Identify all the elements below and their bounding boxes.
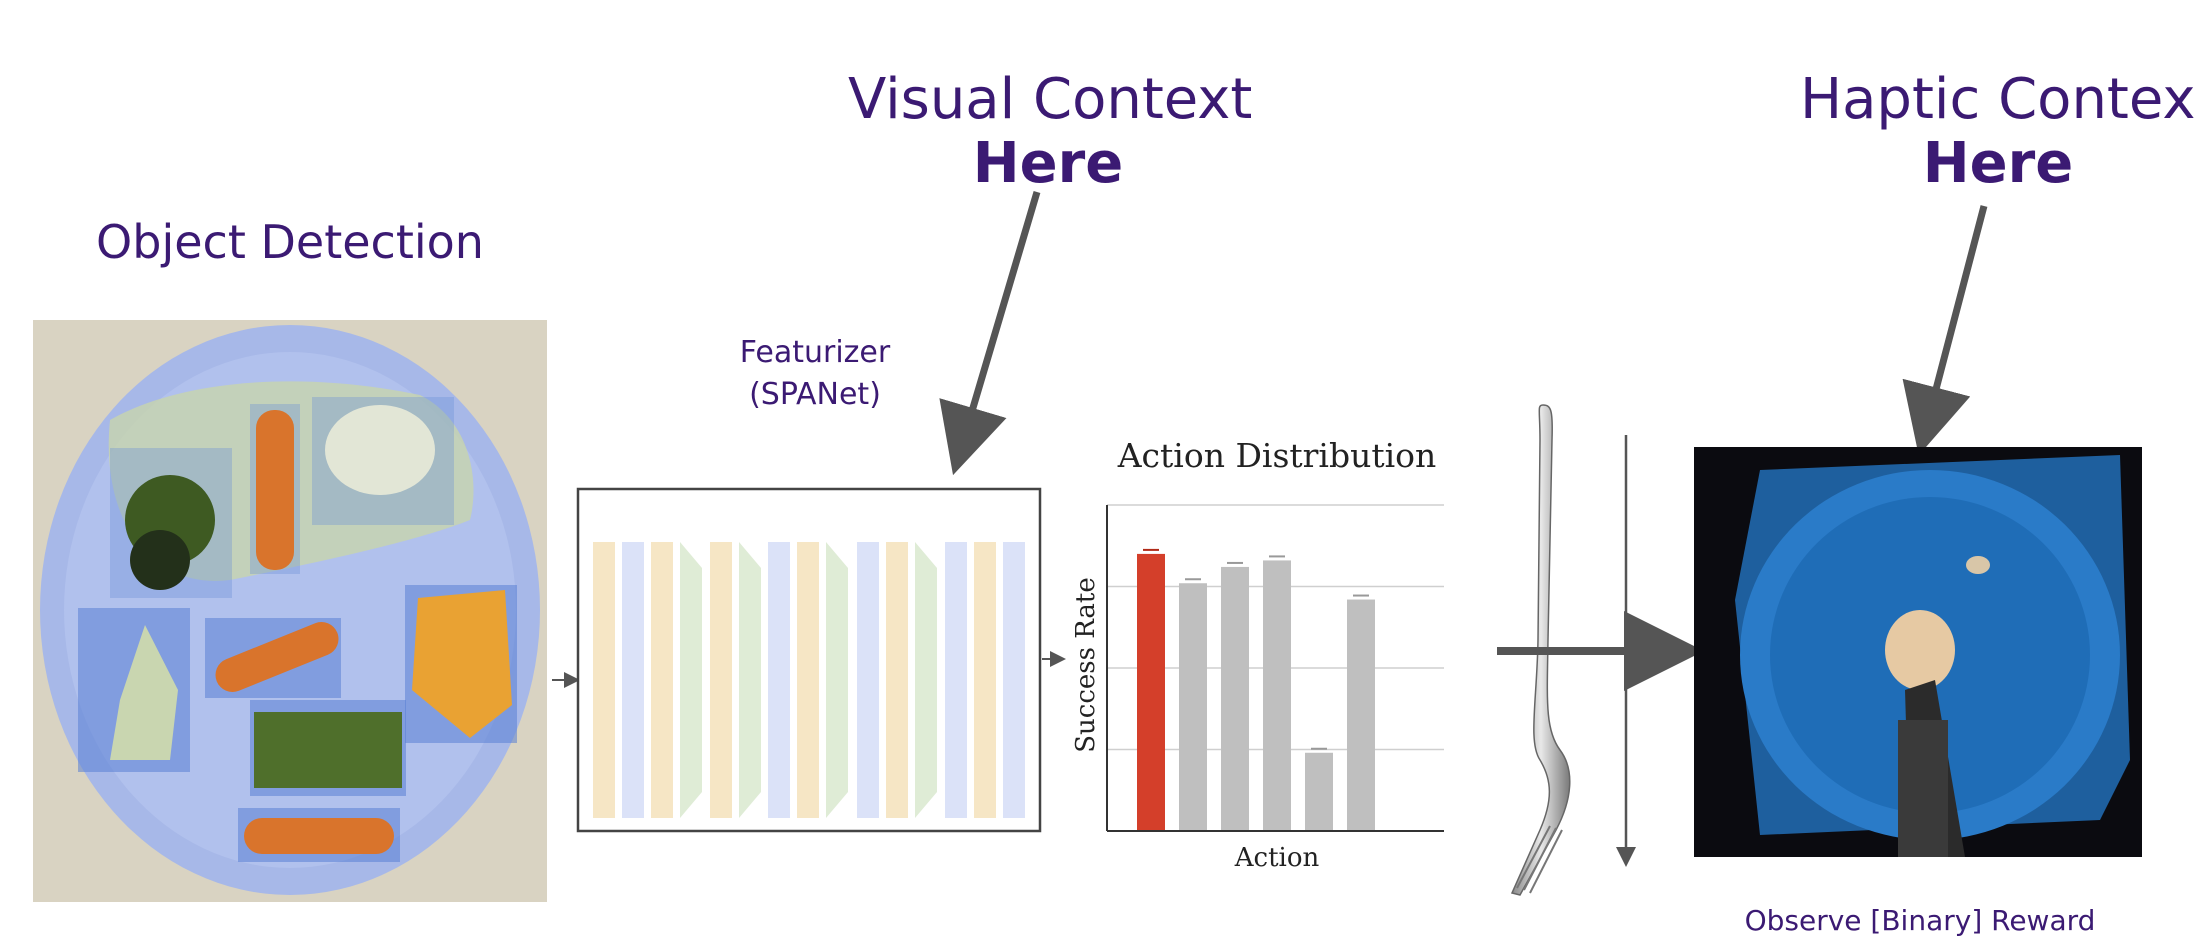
object-detection-title: Object Detection [96, 215, 484, 269]
visual-context-arrow [939, 191, 1041, 476]
chart-bar [1263, 560, 1291, 831]
haptic-context-line2: Here [1922, 131, 2074, 196]
featurizer-line1: Featurizer [739, 335, 891, 370]
chart-bar [1347, 599, 1375, 831]
haptic-context-label: Haptic Context Here [1800, 68, 2196, 196]
visual-context-label: Visual Context Here [848, 67, 1253, 196]
chart-bar [1137, 553, 1165, 831]
chart-bar [1305, 752, 1333, 831]
chart-bar [1179, 583, 1207, 831]
reward-label: Observe [Binary] Reward [1744, 904, 2096, 937]
visual-context-line2: Here [972, 131, 1124, 196]
chart-title: Action Distribution [1117, 436, 1437, 475]
robot-feeding-image [1694, 447, 2142, 857]
featurizer-network [576, 487, 1042, 833]
haptic-context-arrow [1902, 205, 1988, 456]
featurizer-label: Featurizer (SPANet) [700, 332, 930, 416]
visual-context-line1: Visual Context [848, 67, 1253, 132]
chart-bar [1221, 566, 1249, 831]
chart-xlabel: Action [1234, 843, 1320, 873]
haptic-context-line1: Haptic Context [1800, 67, 2196, 132]
action-distribution-chart: Action Distribution Success Rate Action [1071, 436, 1444, 873]
food-plate-image [33, 320, 547, 902]
featurizer-line2: (SPANet) [749, 377, 881, 412]
chart-ylabel: Success Rate [1071, 577, 1101, 753]
